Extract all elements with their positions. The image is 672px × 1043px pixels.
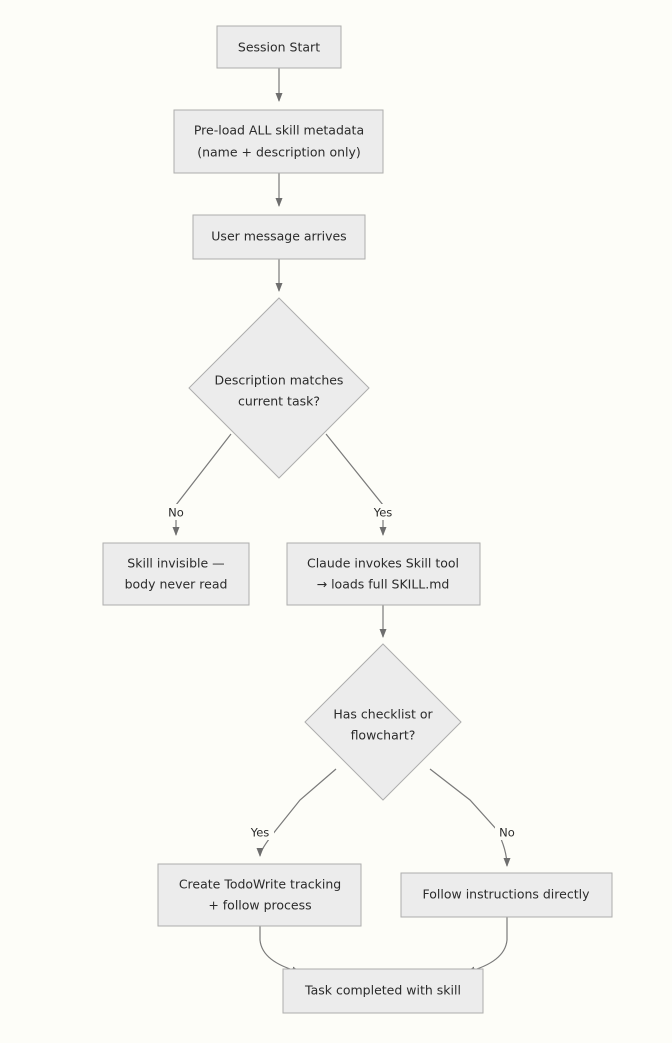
node-claude-invokes-shape [286, 542, 481, 606]
node-skill-invisible-shape [102, 542, 250, 606]
node-create-todowrite-label-line2: + follow process [208, 898, 311, 913]
edge-label-bg-yes-2 [246, 824, 274, 840]
edge-label-description-matches-yes: Yes [373, 506, 393, 520]
node-has-checklist-label-line2: flowchart? [351, 728, 416, 743]
node-skill-invisible-label-line1: Skill invisible — [127, 556, 224, 571]
edge-label-has-checklist-yes: Yes [250, 826, 270, 840]
edge-label-description-matches-no: No [168, 506, 184, 520]
edge-has-checklist-no [429, 768, 511, 867]
edge-group [172, 68, 511, 974]
node-task-completed-shape [282, 968, 484, 1014]
node-create-todowrite-shape [157, 863, 362, 927]
node-create-todowrite-label-line1: Create TodoWrite tracking [179, 877, 341, 892]
node-description-matches[interactable]: Description matches current task? [188, 297, 370, 479]
node-claude-invokes[interactable]: Claude invokes Skill tool → loads full S… [286, 542, 481, 606]
node-user-message[interactable]: User message arrives [192, 214, 366, 260]
node-skill-invisible-label-line2: body never read [125, 577, 228, 592]
node-description-matches-shape [188, 297, 370, 479]
node-preload-label-line1: Pre-load ALL skill metadata [194, 123, 364, 138]
edge-create-todowrite-to-task-completed [259, 926, 301, 974]
node-create-todowrite[interactable]: Create TodoWrite tracking + follow proce… [157, 863, 362, 927]
node-follow-instructions[interactable]: Follow instructions directly [400, 872, 613, 918]
node-has-checklist-shape [304, 643, 462, 801]
node-session-start-label: Session Start [238, 40, 320, 55]
node-preload-shape [173, 109, 384, 174]
node-session-start-shape [216, 25, 342, 69]
node-user-message-label: User message arrives [211, 229, 346, 244]
node-skill-invisible[interactable]: Skill invisible — body never read [102, 542, 250, 606]
node-has-checklist-label-line1: Has checklist or [333, 707, 433, 722]
node-claude-invokes-label-line2: → loads full SKILL.md [317, 577, 450, 592]
node-has-checklist[interactable]: Has checklist or flowchart? [304, 643, 462, 801]
edge-label-bg-no-1 [164, 504, 188, 520]
node-session-start[interactable]: Session Start [216, 25, 342, 69]
node-preload-label-line2: (name + description only) [197, 145, 361, 160]
node-description-matches-label-line2: current task? [238, 394, 320, 409]
edge-label-group: No Yes Yes No [164, 504, 519, 840]
node-task-completed[interactable]: Task completed with skill [282, 968, 484, 1014]
edge-label-has-checklist-no: No [499, 826, 515, 840]
node-preload[interactable]: Pre-load ALL skill metadata (name + desc… [173, 109, 384, 174]
node-user-message-shape [192, 214, 366, 260]
node-description-matches-label-line1: Description matches [215, 373, 344, 388]
node-follow-instructions-label: Follow instructions directly [423, 887, 591, 902]
edge-label-bg-yes-1 [369, 504, 397, 520]
edge-label-bg-no-2 [495, 824, 519, 840]
node-follow-instructions-shape [400, 872, 613, 918]
edge-follow-instructions-to-task-completed [466, 917, 508, 974]
edge-has-checklist-yes [256, 768, 337, 857]
node-task-completed-label: Task completed with skill [304, 983, 461, 998]
node-claude-invokes-label-line1: Claude invokes Skill tool [307, 556, 459, 571]
